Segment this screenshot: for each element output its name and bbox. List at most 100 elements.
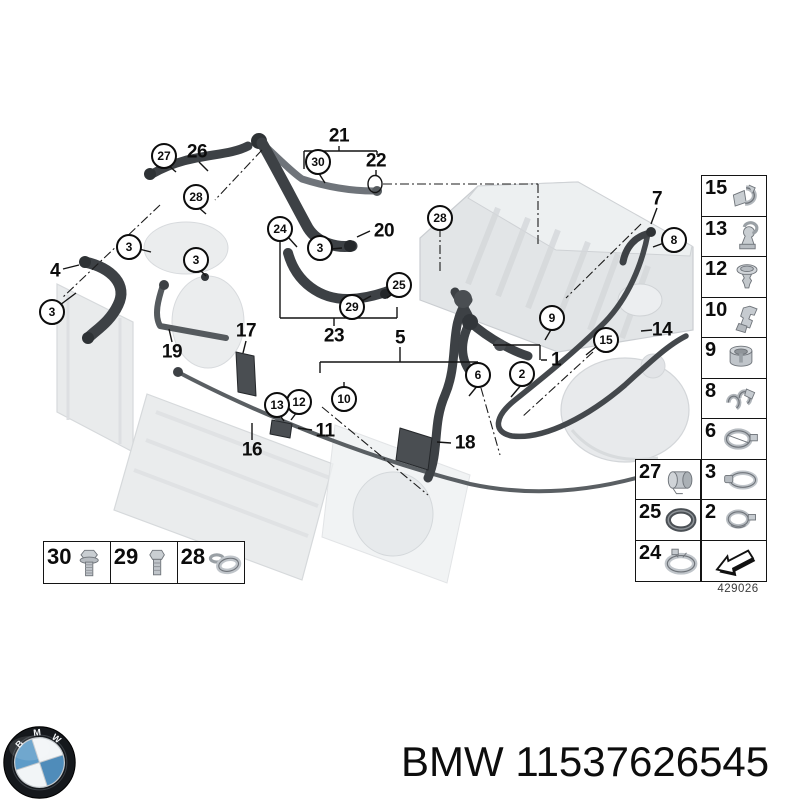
worm-clamp-icon [724, 469, 758, 490]
sealing-cap-icon [729, 345, 753, 367]
legend-cell-27: 27 [635, 458, 701, 501]
legend-cell-15: 15 [701, 175, 767, 217]
svg-text:M: M [33, 727, 42, 738]
legend-cell-10: 10 [701, 296, 767, 339]
legend-cell-label: 3 [705, 460, 717, 483]
direction-arrow-icon [715, 548, 756, 576]
callout-circled-13-18: 13 [264, 392, 290, 418]
bracket-11 [269, 419, 293, 439]
legend-cell-label: 27 [639, 460, 662, 483]
legend-cell-label: 9 [705, 339, 717, 361]
callout-circled-25-9: 25 [386, 272, 412, 298]
clamp-band-icon [664, 548, 698, 575]
roundel-quadrants [14, 737, 65, 788]
hose-5 [423, 295, 473, 483]
callout-circled-9-11: 9 [539, 305, 565, 331]
legend-cell-label: 30 [47, 544, 72, 569]
leader-lines [59, 146, 665, 444]
callout-22-3: 22 [365, 150, 387, 172]
callout-17-8: 17 [235, 320, 257, 342]
part-number-value: 11537626545 [515, 738, 770, 785]
expanding-rivet-icon [736, 264, 758, 289]
callout-20-4: 20 [373, 220, 395, 242]
legend-cell-label: 28 [180, 544, 206, 569]
callout-circled-12-17: 12 [286, 389, 312, 415]
legend-cell-label: 13 [705, 217, 728, 240]
expansion-tank-watermark [560, 353, 690, 463]
legend-cell-12: 12 [701, 256, 767, 298]
quick-coupling-icon [668, 470, 693, 494]
construction-lines [61, 149, 642, 496]
legend-cell-9: 9 [701, 337, 767, 379]
legend-cell-30: 30 [43, 541, 112, 584]
callout-26-1: 26 [186, 141, 208, 163]
callout-1-12: 1 [550, 349, 562, 371]
hose-20 [256, 137, 358, 252]
callout-circled-27-0: 27 [151, 143, 177, 169]
hose-4 [79, 256, 127, 344]
legend-cell-label: 12 [705, 258, 728, 280]
callout-circled-3-2: 3 [116, 234, 142, 260]
callout-21-2: 21 [328, 125, 350, 147]
svg-text:B: B [14, 738, 26, 750]
pipe-19 [153, 282, 229, 341]
legend-cell-label: 15 [705, 177, 728, 199]
legend-cell-8: 8 [701, 377, 767, 420]
legend-cell-label: 29 [113, 544, 139, 569]
legend-cell-label: 25 [639, 501, 662, 523]
legend-cell-28: 28 [176, 541, 245, 584]
callout-14-13: 14 [651, 319, 673, 341]
clamp-small-icon [726, 509, 757, 529]
legend-cell-label: 6 [705, 420, 717, 442]
legend-cell-25: 25 [635, 499, 701, 541]
callout-circled-28-10: 28 [427, 205, 453, 231]
part-number-text: BMW 11537626545 [401, 738, 769, 786]
o-ring-icon [665, 508, 697, 532]
callout-4-0: 4 [49, 260, 61, 282]
gasket-22-symbol [367, 174, 383, 194]
bracket-clip-icon [735, 305, 758, 333]
callout-11-10: 11 [315, 420, 335, 442]
legend-cell-label: 2 [705, 501, 717, 523]
callout-19-7: 19 [161, 341, 183, 363]
pipe-16 [176, 370, 642, 494]
diagram-number: 429026 [717, 583, 759, 595]
callout-circled-3-5: 3 [307, 235, 333, 261]
legend-cell-24: 24 [635, 539, 701, 582]
hex-bolt-icon [149, 549, 166, 575]
worm-hose-clamp-icon [208, 552, 242, 574]
pipe-clip-icon [739, 220, 759, 249]
legend-cell-13: 13 [701, 215, 767, 258]
callout-circled-2-13: 2 [509, 361, 535, 387]
callout-16-9: 16 [241, 439, 263, 461]
hose-clip-icon [733, 184, 758, 207]
pipe-14 [495, 230, 689, 440]
clamp-tab-icon [724, 428, 758, 450]
legend-cell-3: 3 [701, 458, 767, 501]
legend-cell-2: 2 [701, 499, 767, 541]
legend-cell-arrow [701, 539, 767, 582]
pipe-21 [258, 139, 378, 195]
legend-cell-29: 29 [109, 541, 179, 584]
legend-cell-label: 24 [639, 541, 662, 564]
callout-circled-15-12: 15 [593, 327, 619, 353]
legend-cell-6: 6 [701, 418, 767, 460]
hose-23 [283, 248, 393, 305]
legend-cell-label: 10 [705, 298, 728, 321]
bracket-17 [235, 351, 257, 397]
callout-5-6: 5 [394, 327, 406, 349]
callout-circled-3-4: 3 [39, 299, 65, 325]
callout-circled-30-6: 30 [305, 149, 331, 175]
callout-circled-6-14: 6 [465, 362, 491, 388]
callout-circled-3-3: 3 [183, 247, 209, 273]
callout-circled-24-7: 24 [267, 216, 293, 242]
callout-23-5: 23 [323, 325, 345, 347]
flange-bolt-icon [80, 549, 100, 576]
callout-circled-28-1: 28 [183, 184, 209, 210]
callout-circled-29-8: 29 [339, 294, 365, 320]
callout-circled-10-16: 10 [331, 386, 357, 412]
legend-cell-label: 8 [705, 379, 717, 402]
double-clamp-icon [726, 387, 756, 410]
